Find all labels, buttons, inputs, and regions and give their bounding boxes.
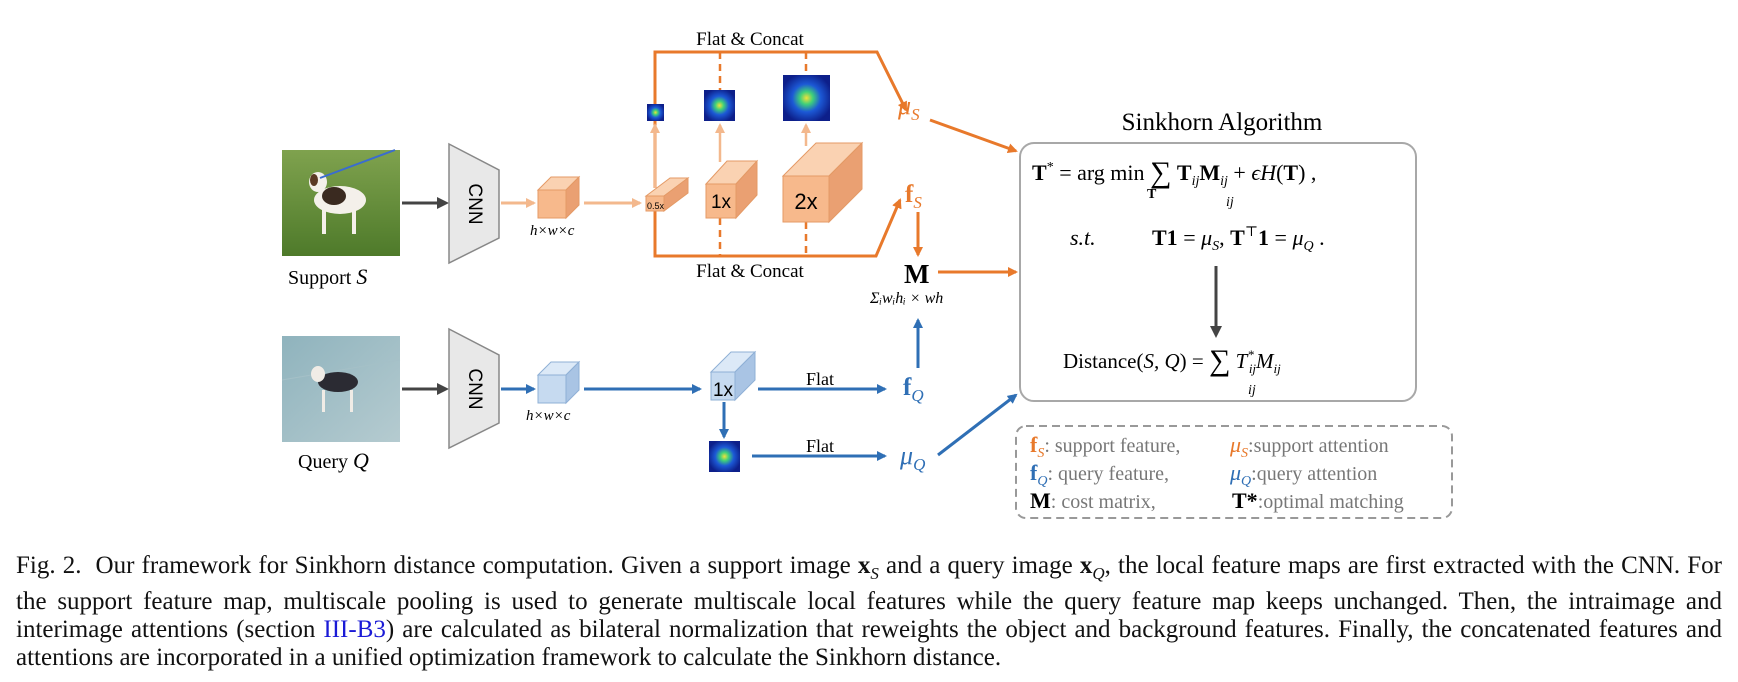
query-label: Query Q	[298, 448, 369, 473]
svg-text:1x: 1x	[711, 192, 732, 213]
query-image	[281, 336, 401, 442]
svg-text:2x: 2x	[794, 189, 817, 214]
f-q-symbol: fQ	[903, 374, 924, 405]
support-image	[282, 149, 400, 256]
sinkhorn-eq3: Distance(S, Q) = ∑ T*ijMij ij	[1063, 344, 1281, 398]
svg-text:Distance(S, Q) = ∑ T*ijMij: Distance(S, Q) = ∑ T*ijMij	[1063, 344, 1281, 377]
legend-fs: fS: support feature,	[1030, 432, 1180, 461]
svg-text:T* = arg min ∑ TijMij + ϵH(T): T* = arg min ∑ TijMij + ϵH(T) ,	[1032, 156, 1316, 189]
legend-mus: μS:support attention	[1229, 432, 1389, 461]
query-scale-cube-1x: 1x	[709, 350, 757, 402]
mu-q-to-sinkhorn-arrow	[937, 393, 1018, 457]
support-label: Support S	[288, 264, 367, 289]
svg-text:ij: ij	[1226, 195, 1234, 210]
attention-map-2x	[783, 75, 830, 121]
svg-text:T1 = μS, T⊤1 = μQ .: T1 = μS, T⊤1 = μQ .	[1152, 225, 1325, 254]
attention-map-1x	[704, 90, 735, 121]
section-reference-link[interactable]: III-B3	[323, 616, 386, 643]
svg-text:1x: 1x	[713, 380, 734, 401]
cost-matrix-dims: Σᵢwᵢhᵢ × wh	[869, 290, 943, 307]
top-flat-concat-line	[653, 50, 908, 188]
legend-m: M: cost matrix,	[1030, 488, 1156, 513]
sinkhorn-eq2: s.t. T1 = μS, T⊤1 = μQ .	[1070, 225, 1325, 254]
legend: fS: support feature, μS:support attentio…	[1030, 432, 1404, 513]
query-feature-cube	[536, 360, 581, 405]
sinkhorn-title: Sinkhorn Algorithm	[1122, 109, 1323, 136]
scale-cube-2x: 2x	[781, 141, 864, 224]
support-feature-cube	[536, 175, 581, 220]
flat-concat-top-label: Flat & Concat	[696, 29, 804, 50]
mu-s-symbol: μS	[897, 91, 920, 124]
sinkhorn-box	[1019, 142, 1417, 402]
svg-text:ij: ij	[1248, 383, 1256, 398]
figure-caption: Fig. 2.Our framework for Sinkhorn distan…	[16, 552, 1723, 671]
mu-q-symbol: μQ	[899, 441, 925, 474]
svg-text:T: T	[1147, 187, 1157, 202]
framework-diagram: Support S Query Q CNN CNN h×w×c h×w×c	[281, 29, 1453, 519]
legend-t: T*:optimal matching	[1232, 488, 1404, 513]
sinkhorn-eq1: T* = arg min ∑ TijMij + ϵH(T) , T ij	[1032, 156, 1316, 210]
query-attention-map	[709, 441, 740, 472]
support-feature-dims: h×w×c	[530, 223, 575, 239]
mu-s-to-sinkhorn-arrow	[929, 118, 1018, 153]
legend-box	[1015, 425, 1453, 519]
cnn-label-support: CNN	[464, 183, 485, 224]
flat-q-label: Flat	[806, 369, 834, 389]
legend-muq: μQ:query attention	[1229, 460, 1377, 489]
cnn-label-query: CNN	[464, 368, 485, 409]
legend-fq: fQ: query feature,	[1030, 460, 1169, 489]
attention-map-05x	[647, 104, 664, 121]
scale-cube-05x: 0.5x	[644, 177, 690, 212]
query-feature-dims: h×w×c	[526, 408, 571, 424]
svg-text:s.t.: s.t.	[1070, 225, 1096, 250]
cost-matrix-symbol: M	[904, 259, 929, 289]
bottom-flat-concat-line	[653, 198, 902, 258]
flat-concat-bottom-label: Flat & Concat	[696, 261, 804, 282]
f-s-symbol: fS	[905, 181, 922, 212]
flat-mu-label: Flat	[806, 436, 834, 456]
scale-cube-1x: 1x	[704, 159, 759, 220]
figure-number: Fig. 2.	[16, 552, 82, 579]
svg-text:0.5x: 0.5x	[647, 201, 665, 211]
query-cnn: CNN	[448, 327, 500, 450]
support-cnn: CNN	[448, 142, 500, 265]
